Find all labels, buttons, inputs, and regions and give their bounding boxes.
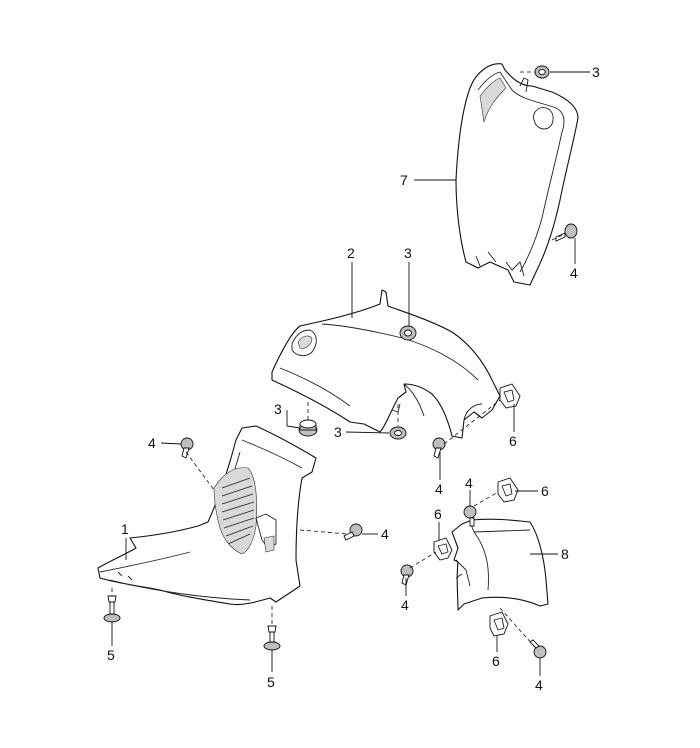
screw-5-right (263, 625, 281, 651)
callout-3-right: 3 (334, 424, 342, 440)
callout-1: 1 (121, 521, 129, 537)
nut-3-left (298, 419, 318, 437)
callout-7: 7 (400, 172, 408, 188)
screw-4-top-right (555, 223, 578, 242)
nut-3-right (389, 426, 407, 440)
part-2-wheelhouse-liner-upper (271, 289, 501, 439)
callouts: 3 7 4 2 3 3 3 4 4 6 4 6 4 1 6 8 5 4 5 6 … (107, 64, 600, 693)
screw-4-part8-bottom (529, 639, 547, 659)
screw-4-part8-top (463, 505, 477, 527)
callout-3-upper-liner: 3 (404, 245, 412, 261)
part-8-side-liner (451, 518, 549, 611)
clip-6-upper-liner (499, 383, 521, 409)
assembly-lines (111, 71, 566, 647)
part-7-wheelhouse-liner-rear (455, 63, 579, 286)
callout-5-left: 5 (107, 647, 115, 663)
screw-5-left (103, 595, 121, 623)
callout-4-top-right: 4 (570, 265, 578, 281)
callout-6-part8-top: 6 (541, 483, 549, 499)
callout-2: 2 (347, 245, 355, 261)
nut-3-upper-liner (399, 325, 417, 341)
part-1-wheelhouse-liner-front (97, 425, 317, 606)
screw-4-part8-left (400, 564, 414, 586)
callout-3-left: 3 (274, 401, 282, 417)
screw-4-left (180, 437, 194, 459)
callout-4-left: 4 (148, 435, 156, 451)
callout-4-part8-bottom: 4 (535, 677, 543, 693)
callout-4-part8-left: 4 (401, 597, 409, 613)
clip-6-part8-top (497, 477, 519, 503)
callout-6-upper-liner: 6 (509, 433, 517, 449)
screw-4-front-liner (343, 523, 363, 541)
callout-6-part8-bottom: 6 (492, 653, 500, 669)
callout-6-part8-left: 6 (434, 506, 442, 522)
callout-4-part8-top: 4 (465, 475, 473, 491)
callout-8: 8 (561, 546, 569, 562)
clip-6-part8-bottom (489, 611, 509, 637)
callout-5-right: 5 (267, 674, 275, 690)
nut-3-top (534, 65, 550, 79)
callout-4-front-liner: 4 (381, 526, 389, 542)
leader-lines (111, 71, 590, 676)
callout-3-top: 3 (592, 64, 600, 80)
callout-4-middle: 4 (435, 481, 443, 497)
screw-4-middle (432, 437, 446, 459)
clip-6-part8-left (433, 537, 453, 561)
